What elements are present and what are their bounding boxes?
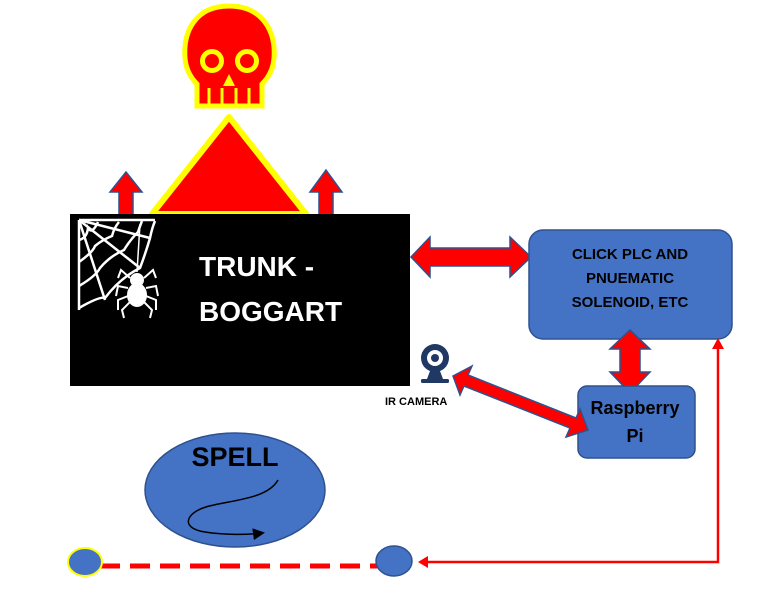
trunk-label-line1: TRUNK -: [199, 251, 314, 282]
plc-label-line2: PNUEMATIC: [586, 270, 674, 287]
up-arrow-left: [108, 170, 144, 215]
pi-label-line2: Pi: [626, 426, 643, 446]
signal-arrowhead-up: [712, 338, 724, 349]
signal-line-to-plc: [420, 345, 720, 564]
trunk-label-line2: BOGGART: [199, 296, 342, 327]
spell-label: SPELL: [191, 442, 278, 472]
signal-arrowhead-left: [418, 556, 428, 568]
left-sensor-circle: [67, 547, 103, 577]
double-arrow-trunk-plc: [409, 235, 533, 279]
skull-icon: [182, 3, 277, 109]
spell-ellipse: [144, 432, 326, 548]
spell-swirl-icon: [187, 479, 279, 541]
camera-label: IR CAMERA: [385, 396, 447, 408]
pi-label-line1: Raspberry: [590, 398, 679, 418]
spider-icon: [115, 268, 159, 319]
up-arrow-right: [308, 168, 344, 215]
raspberry-pi-box: [577, 385, 696, 459]
webcam-icon: [421, 344, 449, 383]
right-sensor-circle: [375, 545, 413, 577]
plc-label-line1: CLICK PLC AND: [572, 246, 688, 263]
warning-triangle-icon: [149, 114, 309, 217]
trunk-box: [70, 214, 410, 386]
double-arrow-camera-pi: [452, 364, 589, 439]
plc-label-line3: SOLENOID, ETC: [572, 294, 689, 311]
